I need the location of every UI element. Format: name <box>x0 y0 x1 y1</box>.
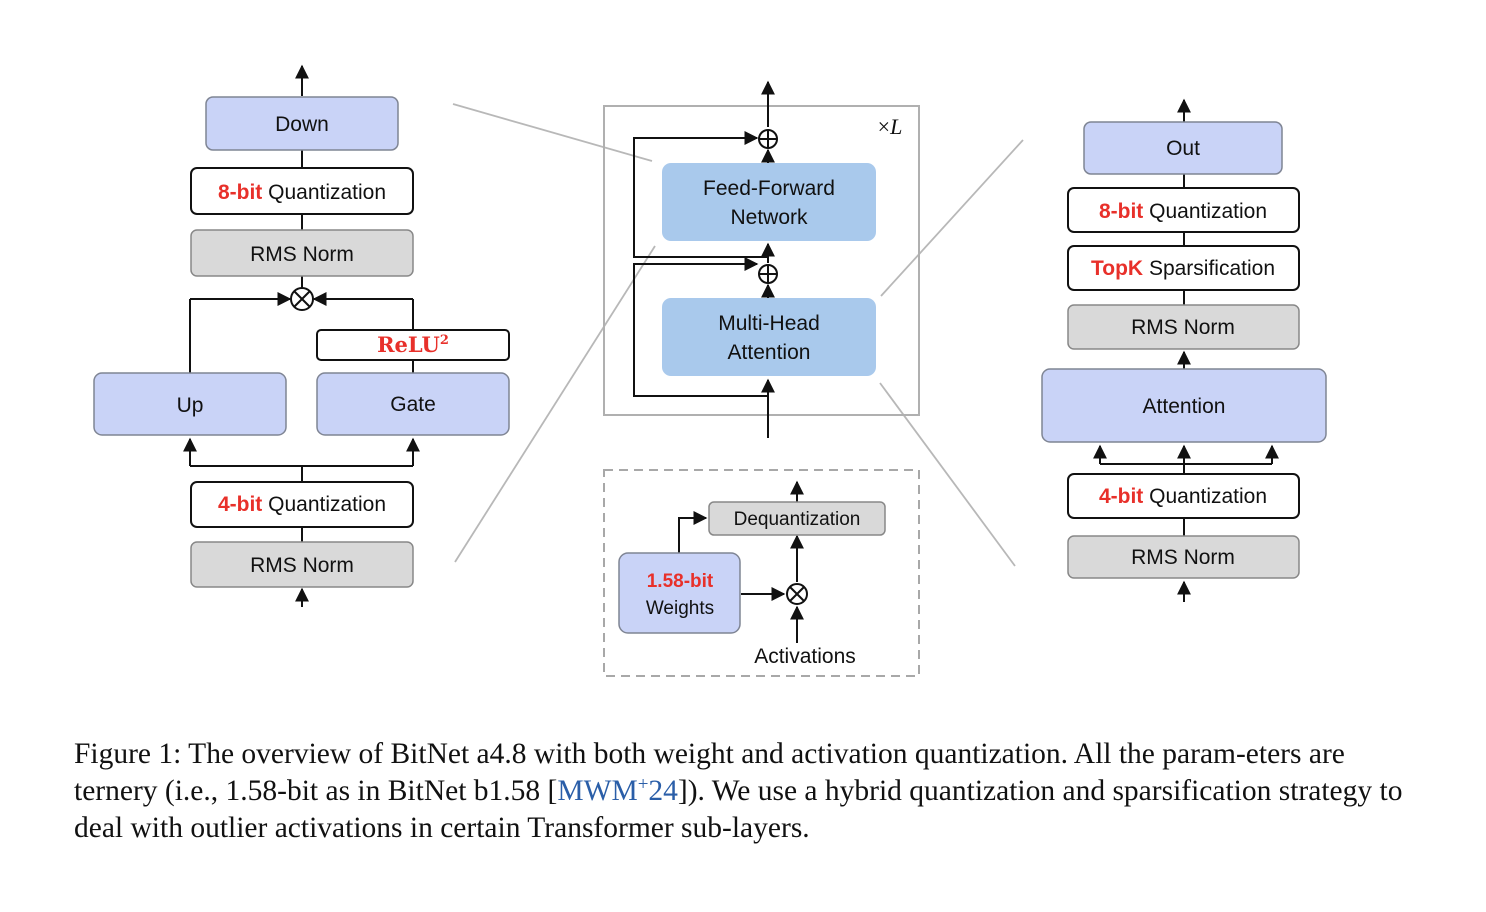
4bit-quantization-label-right: 4-bit Quantization <box>1099 485 1267 508</box>
8bit-quantization-label-right: 8-bit Quantization <box>1099 200 1267 223</box>
quantization-word: Quantization <box>268 181 386 204</box>
attention-label: Attention <box>1143 395 1226 418</box>
out-box <box>1083 121 1283 175</box>
topk-sparsification-box <box>1067 245 1300 291</box>
figure-caption: Figure 1: The overview of BitNet a4.8 wi… <box>74 736 1414 847</box>
4bit-quantization-box-right <box>1067 473 1300 519</box>
repeat-count-label: ×L <box>878 114 903 139</box>
up-box <box>93 372 287 436</box>
4bit-quantization-label: 4-bit Quantization <box>218 493 386 516</box>
attention-detail-flow-lines <box>1093 98 1279 602</box>
out-label: Out <box>1166 137 1200 160</box>
weights-multiply-node <box>786 583 808 605</box>
dequantization-label: Dequantization <box>734 509 861 530</box>
zoom-connector-lines <box>452 103 1024 567</box>
citation-link[interactable]: MWM+24 <box>557 775 678 807</box>
4bit-quantization-box <box>190 481 414 528</box>
rms-norm-box-right-bottom <box>1067 535 1300 579</box>
rms-norm-box-right-top <box>1067 304 1300 350</box>
mha-line1: Multi-Head <box>718 312 820 335</box>
4bit-label: 4-bit <box>218 493 262 516</box>
citation-year: 24 <box>648 775 678 807</box>
residual-add-node-bottom <box>758 264 778 284</box>
layer-variable: L <box>889 114 902 139</box>
multiply-node <box>290 287 314 311</box>
citation-authors: MWM <box>557 775 638 807</box>
transformer-block-frame <box>603 105 920 416</box>
topk-label: TopK <box>1091 257 1143 280</box>
relu-squared-box <box>316 329 510 361</box>
residual-add-node-top <box>758 129 778 149</box>
weights-inset-frame <box>603 469 920 677</box>
caption-text-part2: ]). We use a hybrid quantization and spa… <box>74 775 1403 844</box>
gate-label: Gate <box>390 393 436 416</box>
quantization-word: Quantization <box>1149 485 1267 508</box>
rms-norm-label-bottom: RMS Norm <box>250 554 354 577</box>
8bit-quantization-label: 8-bit Quantization <box>218 181 386 204</box>
times-symbol: × <box>878 114 890 139</box>
dequantization-box <box>708 501 886 536</box>
rms-norm-label-right-bottom: RMS Norm <box>1131 546 1235 569</box>
1-58bit-label: 1.58-bit <box>647 571 714 592</box>
multi-head-attention-box <box>662 298 876 376</box>
ternary-weights-box <box>618 552 741 634</box>
8bit-label: 8-bit <box>218 181 262 204</box>
rms-norm-label-top: RMS Norm <box>250 243 354 266</box>
down-label: Down <box>275 113 329 136</box>
rms-norm-box-bottom <box>190 541 414 588</box>
up-label: Up <box>177 394 204 417</box>
ffn-line2: Network <box>730 206 808 229</box>
topk-sparsification-label: TopK Sparsification <box>1091 257 1275 280</box>
citation-superscript: + <box>637 774 649 795</box>
ffn-detail-panel <box>183 64 420 607</box>
8bit-label: 8-bit <box>1099 200 1143 223</box>
rms-norm-box-top <box>190 229 414 277</box>
relu-base: ReLU <box>377 332 440 357</box>
caption-text-part1: Figure 1: The overview of BitNet a4.8 wi… <box>74 738 1345 807</box>
weights-flow-lines <box>678 480 804 643</box>
attention-box <box>1041 368 1327 443</box>
gate-box <box>316 372 510 436</box>
activations-label: Activations <box>754 645 856 668</box>
4bit-label: 4-bit <box>1099 485 1143 508</box>
down-box <box>205 96 399 151</box>
8bit-quantization-box-right <box>1067 187 1300 233</box>
feed-forward-network-box <box>662 163 876 241</box>
relu-squared-label: ReLU2 <box>377 332 449 357</box>
quantization-word: Quantization <box>1149 200 1267 223</box>
sparsification-word: Sparsification <box>1149 257 1275 280</box>
8bit-quantization-box <box>190 167 414 215</box>
mha-line2: Attention <box>728 341 811 364</box>
relu-exponent: 2 <box>440 333 449 348</box>
weights-word: Weights <box>646 598 714 619</box>
transformer-flow-lines <box>633 80 775 438</box>
ffn-line1: Feed-Forward <box>703 177 835 200</box>
rms-norm-label-right-top: RMS Norm <box>1131 316 1235 339</box>
quantization-word: Quantization <box>268 493 386 516</box>
